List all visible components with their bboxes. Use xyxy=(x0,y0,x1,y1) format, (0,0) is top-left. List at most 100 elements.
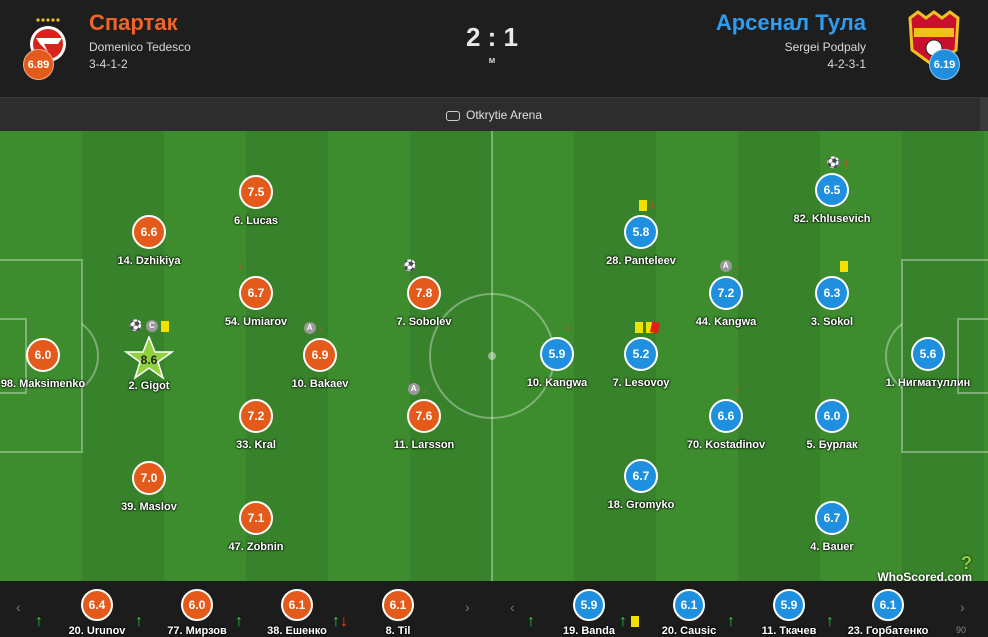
assist-badge: A xyxy=(407,383,420,396)
player-away-gromyko[interactable]: 6.7 18. Gromyko xyxy=(581,459,701,511)
player-rating: 6.7 xyxy=(815,501,849,535)
player-name: 98. Maksimenko xyxy=(0,378,86,390)
sub-away-banda[interactable]: ↑ 5.9 19. Banda xyxy=(527,589,649,637)
arrow-down-icon: ↓ xyxy=(237,260,243,272)
yellow-card-icon xyxy=(631,616,640,628)
player-home-kral[interactable]: 7.2 33. Kral xyxy=(196,399,316,451)
player-home-lucas[interactable]: 7.5 6. Lucas xyxy=(196,175,316,227)
chevron-left-icon[interactable]: ‹ xyxy=(510,599,515,615)
player-name: 14. Dzhikiya xyxy=(117,255,181,267)
player-home-umiarov[interactable]: ↓ 6.7 54. Umiarov xyxy=(196,260,316,328)
player-rating: 5.9 xyxy=(573,589,605,621)
chevron-right-icon[interactable]: › xyxy=(960,599,965,615)
player-name: 38. Ешенко xyxy=(267,625,327,637)
player-rating: 5.9 xyxy=(773,589,805,621)
player-rating: 6.4 xyxy=(81,589,113,621)
arrow-up-icon: ↑ xyxy=(35,613,43,630)
player-rating: 8.6 xyxy=(140,353,158,367)
player-rating: 6.1 xyxy=(281,589,313,621)
arrow-up-icon: ↑ xyxy=(135,613,143,630)
red-card-icon xyxy=(649,320,661,334)
player-home-gigot[interactable]: ⚽ C 8.6 2. Gigot xyxy=(89,320,209,392)
player-away-nigmatullin[interactable]: 5.6 1. Нигматуллин xyxy=(868,337,988,389)
player-name: 82. Khlusevich xyxy=(793,213,871,225)
player-rating: 6.7 xyxy=(624,459,658,493)
player-home-maksimenko[interactable]: 6.0 98. Maksimenko xyxy=(0,338,103,390)
match-score: 2 : 1 xyxy=(465,22,519,52)
player-rating: 5.8 xyxy=(624,215,658,249)
player-rating: 6.0 xyxy=(26,338,60,372)
player-name: 39. Maslov xyxy=(121,501,177,513)
away-team-name[interactable]: Арсенал Тула xyxy=(715,10,866,35)
home-team-name[interactable]: Спартак xyxy=(89,10,178,35)
player-away-burlak[interactable]: 6.0 5. Бурлак xyxy=(772,399,892,451)
sub-home-urunov[interactable]: ↑ 6.4 20. Urunov xyxy=(35,589,157,637)
player-home-sobolev[interactable]: ⚽ 7.8 7. Sobolev xyxy=(364,260,484,328)
player-rating: 6.1 xyxy=(872,589,904,621)
assist-badge: A xyxy=(719,260,732,273)
sub-home-mirzov[interactable]: ↑ 6.0 77. Мирзов xyxy=(135,589,257,637)
arrow-up-icon: ↑ xyxy=(826,613,834,630)
chevron-left-icon[interactable]: ‹ xyxy=(16,599,21,615)
player-home-bakaev[interactable]: A ↓ 6.9 10. Bakaev xyxy=(260,322,380,390)
player-rating: 5.6 xyxy=(911,337,945,371)
sub-away-tkachev[interactable]: ↑ 5.9 11. Ткачев xyxy=(727,589,849,637)
player-name: 7. Sobolev xyxy=(396,316,452,328)
player-name: 77. Мирзов xyxy=(167,625,227,637)
home-formation: 3-4-1-2 xyxy=(89,57,128,71)
arrow-down-icon: ↓ xyxy=(734,260,741,272)
arrow-up-icon: ↑ xyxy=(527,613,535,630)
arrow-down-icon: ↓ xyxy=(566,321,572,333)
player-rating: 6.0 xyxy=(181,589,213,621)
player-home-maslov[interactable]: 7.0 39. Maslov xyxy=(89,461,209,513)
chevron-right-icon[interactable]: › xyxy=(465,599,470,615)
arrow-up-icon: ↑ xyxy=(619,613,627,630)
player-home-zobnin[interactable]: 7.1 47. Zobnin xyxy=(196,501,316,553)
player-away-khlusevich[interactable]: ⚽ ↓ 6.5 82. Khlusevich xyxy=(772,157,892,225)
venue-name: Otkrytie Arena xyxy=(465,108,543,122)
player-away-panteleev[interactable]: ↓ 5.8 28. Panteleev xyxy=(581,199,701,267)
player-rating: 6.7 xyxy=(239,276,273,310)
player-name: 10. Bakaev xyxy=(291,378,349,390)
sub-home-til[interactable]: ↑↓ 6.1 8. Til xyxy=(332,589,458,637)
player-name: 47. Zobnin xyxy=(228,541,284,553)
player-rating: 6.6 xyxy=(132,215,166,249)
arrow-down-icon: ↓ xyxy=(649,199,656,211)
player-name: 19. Banda xyxy=(563,625,615,637)
player-name: 44. Kangwa xyxy=(695,316,757,328)
arrow-down-icon: ↓ xyxy=(735,383,741,395)
player-rating: 6.1 xyxy=(673,589,705,621)
venue-label: Otkrytie Arena xyxy=(0,108,988,122)
yellow-card-icon xyxy=(160,320,169,332)
sub-away-gorbatenko[interactable]: ↑ 6.1 23. Горбатенко xyxy=(826,589,948,637)
player-name: 4. Bauer xyxy=(810,541,854,553)
player-name: 7. Lesovoy xyxy=(612,377,670,389)
whoscored-logo-icon: ? xyxy=(961,553,972,573)
player-away-sokol[interactable]: 6.3 3. Sokol xyxy=(772,260,892,328)
player-rating: 5.2 xyxy=(624,337,658,371)
player-away-bauer[interactable]: 6.7 4. Bauer xyxy=(772,501,892,553)
player-name: 8. Til xyxy=(385,625,411,637)
match-header: 6.89 Спартак Domenico Tedesco 3-4-1-2 2 … xyxy=(0,0,988,97)
player-away-kangwa-10[interactable]: ↓ 5.9 10. Kangwa xyxy=(497,321,617,389)
sub-home-eshchenko[interactable]: ↑ 6.1 38. Ешенко xyxy=(235,589,357,637)
player-rating: 6.5 xyxy=(815,173,849,207)
player-rating: 7.6 xyxy=(407,399,441,433)
bench-page-indicator: 90 xyxy=(956,625,967,635)
scrollbar[interactable] xyxy=(980,97,988,131)
away-formation: 4-2-3-1 xyxy=(827,57,866,71)
player-away-kostadinov[interactable]: ↓ 6.6 70. Kostadinov xyxy=(666,383,786,451)
player-home-larsson[interactable]: A ↓ 7.6 11. Larsson xyxy=(364,383,484,451)
sub-away-causic[interactable]: ↑ 6.1 20. Causic xyxy=(619,589,749,637)
soccer-ball-icon: ⚽ xyxy=(129,320,143,332)
player-home-dzhikiya[interactable]: 6.6 14. Dzhikiya xyxy=(89,215,209,267)
player-rating: 7.2 xyxy=(709,276,743,310)
player-away-kangwa-44[interactable]: A ↓ 7.2 44. Kangwa xyxy=(666,260,786,328)
player-rating: 6.3 xyxy=(815,276,849,310)
stadium-icon xyxy=(445,110,460,121)
soccer-ball-icon: ⚽ xyxy=(826,157,841,169)
venue-bar: Otkrytie Arena xyxy=(0,97,988,132)
player-away-lesovoy[interactable]: 5.2 7. Lesovoy xyxy=(581,320,701,389)
arrow-down-icon: ↓ xyxy=(422,383,429,395)
player-rating: 7.0 xyxy=(132,461,166,495)
